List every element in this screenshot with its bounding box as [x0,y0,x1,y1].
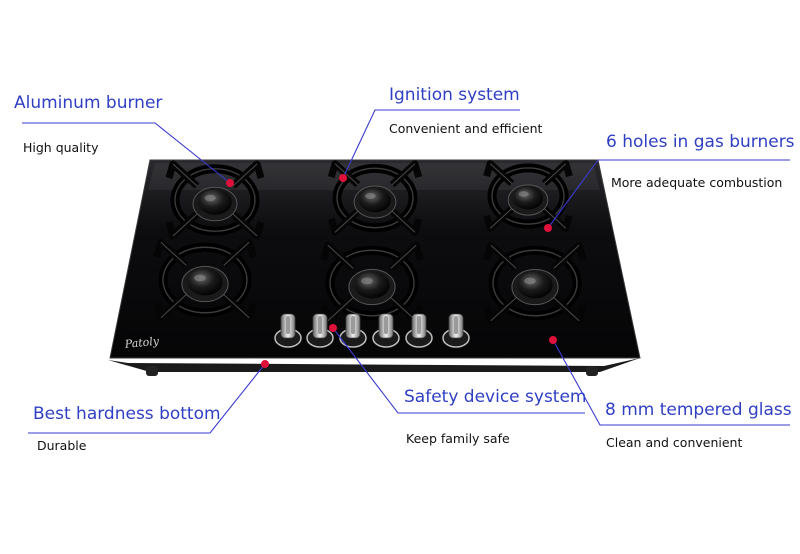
burner-5 [320,241,424,325]
leader-holes [547,159,790,229]
control-knob-2[interactable] [306,313,334,348]
foot-right [586,366,598,376]
leader-aluminum [22,122,231,184]
control-knob-6[interactable] [442,313,470,348]
control-knob-4[interactable] [372,313,400,348]
callout-title-safety: Safety device system [404,387,587,407]
leader-hardness [28,363,266,434]
callout-sub-ignition: Convenient and efficient [389,121,543,136]
callout-sub-holes: More adequate combustion [611,175,783,190]
callout-title-holes: 6 holes in gas burners [606,132,795,152]
marker-dots [226,174,557,368]
callout-title-ignition: Ignition system [389,85,520,105]
marker-holes [544,224,552,232]
knob-group[interactable] [274,313,470,348]
marker-safety [329,324,337,332]
callout-title-aluminum: Aluminum burner [14,93,163,113]
marker-glass [549,336,557,344]
leader-safety [332,327,585,414]
marker-aluminum [226,179,234,187]
callout-title-glass: 8 mm tempered glass [605,400,792,420]
burner-6 [483,241,587,325]
leader-lines [22,109,790,434]
callout-sub-glass: Clean and convenient [606,435,743,450]
brand-logo: Patoly [123,334,160,351]
burner-4 [153,238,257,322]
marker-hardness [261,360,269,368]
leader-glass [552,339,790,426]
leader-ignition [342,109,520,179]
burner-2 [327,160,423,236]
control-knob-1[interactable] [274,313,302,348]
foot-left [146,366,158,376]
marker-ignition [339,174,347,182]
callout-sub-safety: Keep family safe [406,431,510,446]
burner-1 [165,160,265,240]
control-knob-5[interactable] [405,313,433,348]
callout-title-hardness: Best hardness bottom [33,404,221,424]
callout-sub-hardness: Durable [37,438,87,453]
control-knob-3[interactable] [339,313,367,348]
burner-group [153,160,587,325]
callout-sub-aluminum: High quality [23,140,99,155]
burner-3 [483,160,573,232]
